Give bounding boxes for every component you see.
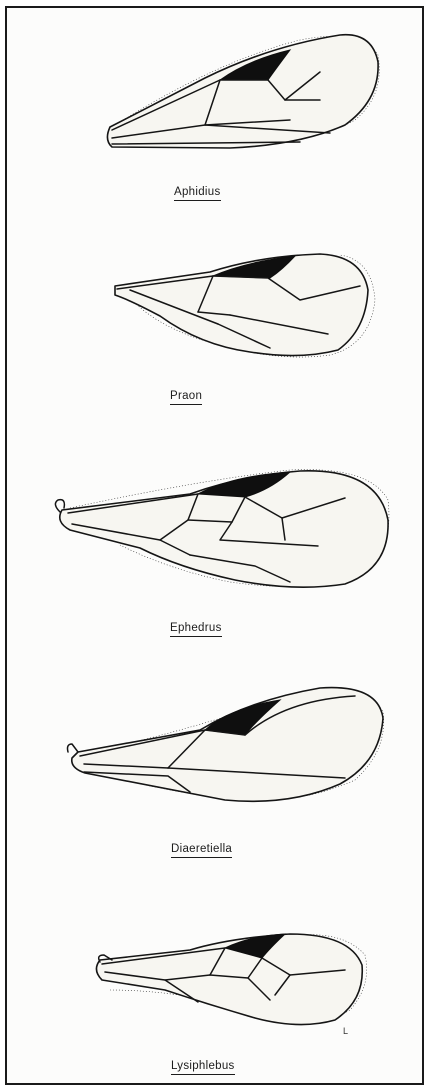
label-aphidius: Aphidius [174,186,221,201]
corner-mark: L [343,1026,348,1036]
label-ephedrus: Ephedrus [170,622,222,637]
wing-ephedrus [55,470,389,588]
label-praon: Praon [170,390,202,405]
label-diaeretiella: Diaeretiella [171,843,232,858]
wing-diaeretiella [68,688,384,802]
wing-aphidius [107,35,379,148]
wing-lysiphlebus [96,934,366,1025]
wing-praon [115,254,375,357]
label-lysiphlebus: Lysiphlebus [171,1060,235,1075]
